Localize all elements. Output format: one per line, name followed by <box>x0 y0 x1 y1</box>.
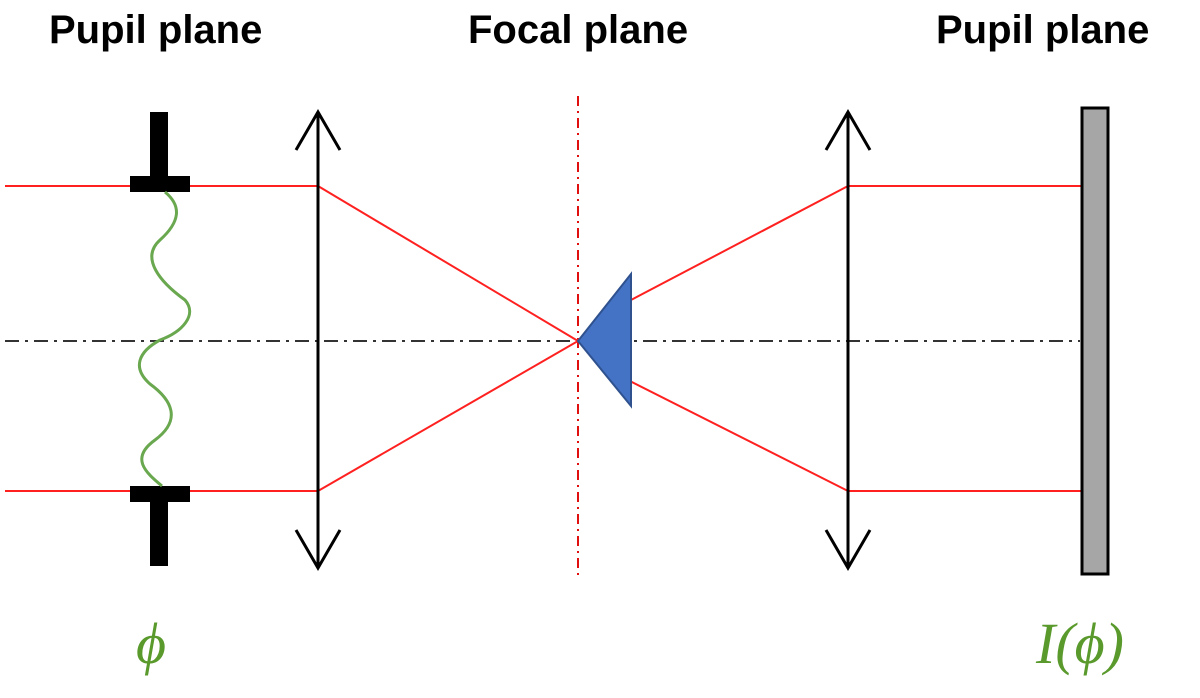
phase-aberration-wave <box>138 190 192 488</box>
output-intensity-label: I(ϕ) <box>1036 611 1124 676</box>
pupil-stop-top <box>130 112 190 192</box>
detector-icon <box>1080 106 1110 576</box>
pyramid-prism-icon <box>576 271 632 409</box>
ray-top-diverging <box>611 185 849 311</box>
ray-top-converging <box>317 185 579 342</box>
left-pupil-plane-label: Pupil plane <box>49 8 263 52</box>
ray-bottom-converging <box>317 340 579 492</box>
ray-bottom-diverging <box>611 371 849 492</box>
lens-left <box>294 109 342 571</box>
input-phase-label: ϕ <box>136 611 167 676</box>
focal-plane-label: Focal plane <box>468 8 689 52</box>
lens-right <box>824 109 872 571</box>
pupil-stop-bottom <box>130 486 190 566</box>
right-pupil-plane-label: Pupil plane <box>936 8 1150 52</box>
